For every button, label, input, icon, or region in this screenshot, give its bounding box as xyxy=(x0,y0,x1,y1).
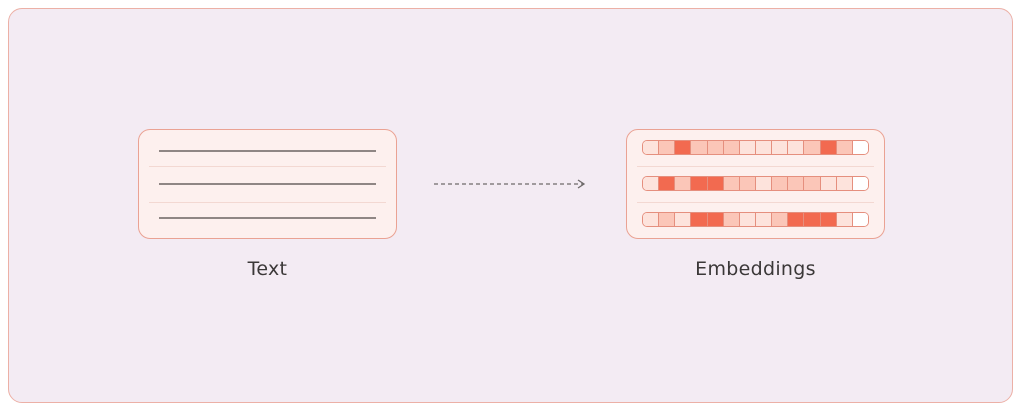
embedding-cell xyxy=(659,141,676,154)
embedding-cell xyxy=(723,177,740,190)
card-separator xyxy=(149,166,386,167)
embedding-cell xyxy=(820,213,837,226)
text-line xyxy=(159,150,376,152)
embedding-cell xyxy=(739,177,756,190)
embedding-cell xyxy=(755,177,773,190)
embedding-cell xyxy=(643,213,660,226)
embedding-cell xyxy=(675,141,692,154)
embedding-cell xyxy=(772,213,789,226)
embedding-cell xyxy=(836,141,853,154)
embedding-cell xyxy=(691,141,708,154)
embedding-cell xyxy=(788,177,805,190)
embedding-cell xyxy=(836,177,853,190)
embedding-vector xyxy=(642,176,869,191)
embedding-cell xyxy=(675,213,692,226)
embeddings-card xyxy=(626,129,885,239)
embedding-cell xyxy=(852,213,868,226)
embedding-cell xyxy=(707,177,724,190)
embedding-cell xyxy=(852,177,868,190)
embedding-cell xyxy=(739,213,756,226)
embedding-cell xyxy=(723,141,740,154)
embedding-cell xyxy=(820,177,837,190)
embedding-cell xyxy=(788,213,805,226)
embedding-cell xyxy=(691,177,708,190)
dashed-arrow-icon xyxy=(434,179,586,189)
embedding-cell xyxy=(820,141,837,154)
embedding-cell xyxy=(804,177,821,190)
embedding-cell xyxy=(659,213,676,226)
embedding-cell xyxy=(643,141,660,154)
text-card xyxy=(138,129,397,239)
embedding-vector xyxy=(642,212,869,227)
card-separator xyxy=(149,202,386,203)
text-line xyxy=(159,183,376,185)
card-separator xyxy=(637,166,874,167)
embedding-cell xyxy=(675,177,692,190)
embedding-cell xyxy=(691,213,708,226)
text-line xyxy=(159,217,376,219)
embedding-cell xyxy=(788,141,805,154)
embedding-cell xyxy=(755,141,773,154)
embedding-cell xyxy=(772,177,789,190)
embedding-cell xyxy=(755,213,773,226)
embedding-cell xyxy=(723,213,740,226)
embedding-cell xyxy=(707,141,724,154)
embeddings-label: Embeddings xyxy=(695,258,816,280)
embedding-vector xyxy=(642,140,869,155)
embedding-cell xyxy=(804,213,821,226)
embedding-cell xyxy=(659,177,676,190)
embedding-cell xyxy=(739,141,756,154)
card-separator xyxy=(637,202,874,203)
embedding-cell xyxy=(836,213,853,226)
embedding-cell xyxy=(772,141,789,154)
embedding-cell xyxy=(707,213,724,226)
embedding-cell xyxy=(804,141,821,154)
embedding-cell xyxy=(852,141,868,154)
text-label: Text xyxy=(247,258,288,280)
embedding-cell xyxy=(643,177,660,190)
